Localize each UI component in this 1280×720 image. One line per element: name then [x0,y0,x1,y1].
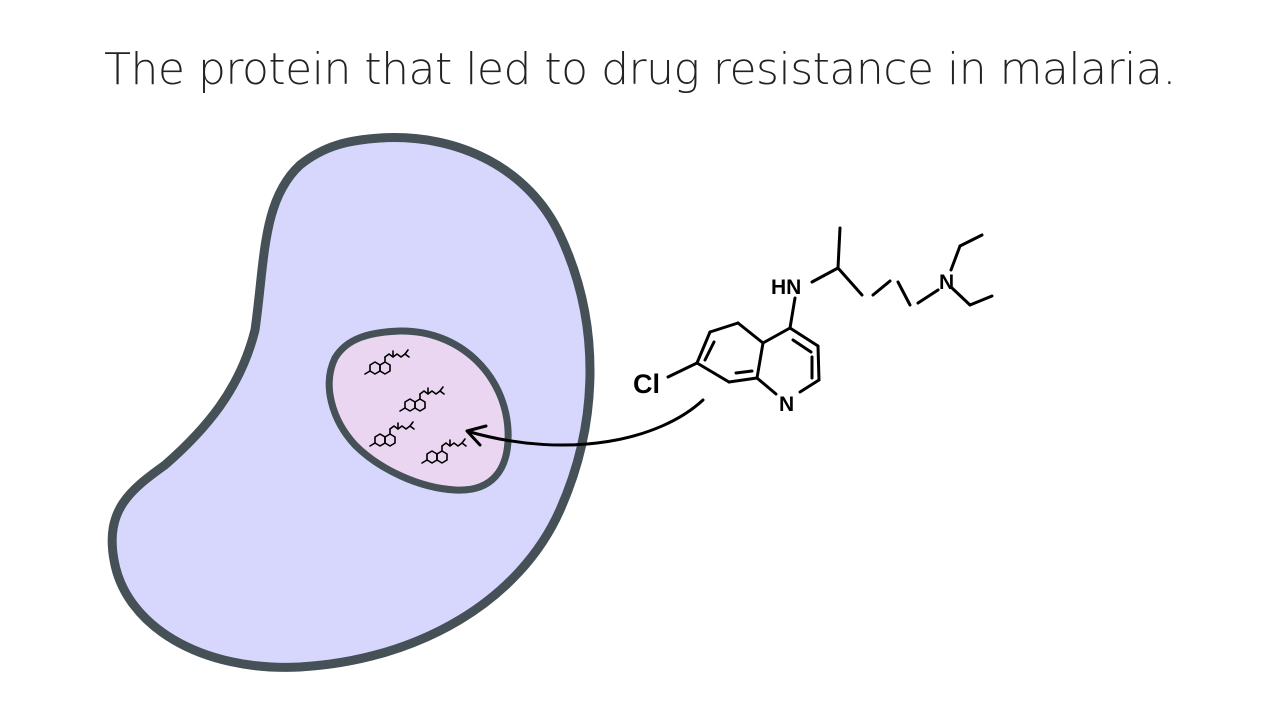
slide-title: The protein that led to drug resistance … [104,44,1176,95]
chloroquine-structure [666,226,994,396]
tertiary-nitrogen-label: N [939,271,954,294]
ring-nitrogen-label: N [779,393,794,416]
chlorine-label: Cl [633,369,660,399]
amine-label: HN [771,276,801,299]
uptake-arrow [465,398,705,447]
